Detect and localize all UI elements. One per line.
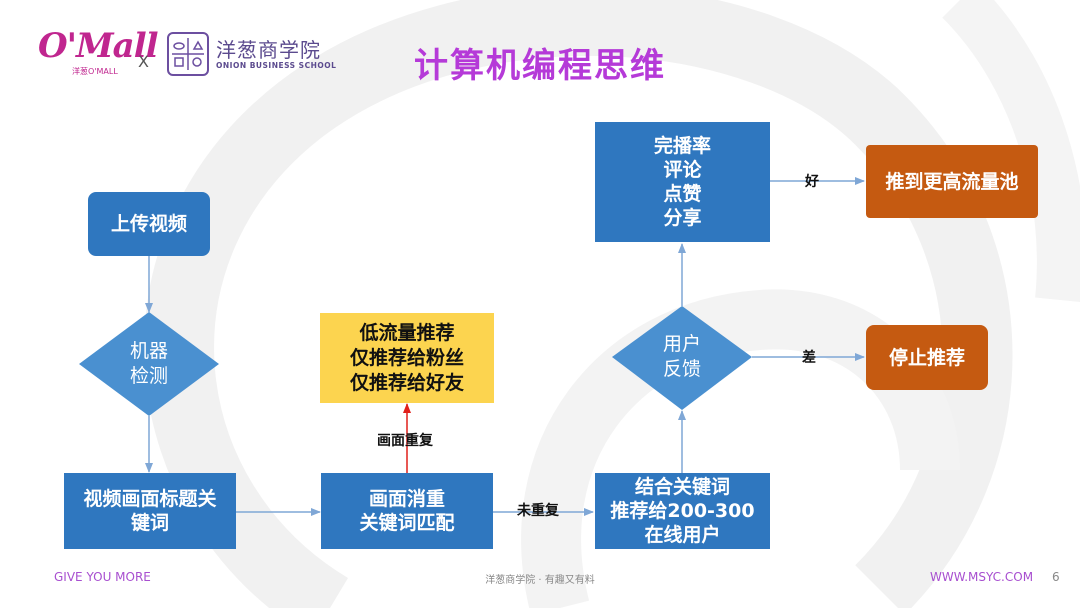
user-feedback-label: 用户 反馈 (632, 332, 732, 382)
page-number: 6 (1052, 570, 1060, 584)
metrics-line-1: 完播率 (653, 135, 711, 157)
page-title: 计算机编程思维 (414, 46, 666, 86)
online-users-line-3: 在线用户 (644, 524, 721, 546)
upload-video-label: 上传视频 (110, 213, 187, 235)
low-flow-node: 低流量推荐 仅推荐给粉丝 仅推荐给好友 (320, 313, 494, 403)
low-flow-line-3: 仅推荐给好友 (349, 371, 464, 394)
footer-website: WWW.MSYC.COM (930, 570, 1034, 584)
low-flow-line-2: 仅推荐给粉丝 (349, 346, 464, 369)
metrics-line-3: 点赞 (663, 183, 702, 205)
stop-recommend-node: 停止推荐 (866, 325, 988, 390)
dedup-match-line-2: 关键词匹配 (359, 512, 455, 534)
video-keywords-line-2: 键词 (130, 512, 169, 534)
video-keywords-line-1: 视频画面标题关 (83, 488, 217, 510)
logo-separator: X (138, 52, 149, 71)
omall-logo-subtext: 洋葱O'MALL (72, 67, 118, 76)
edge-label-good: 好 (805, 174, 819, 190)
metrics-line-2: 评论 (663, 159, 702, 181)
online-users-line-2: 推荐给200-300 (610, 500, 755, 522)
higher-pool-label: 推到更高流量池 (885, 170, 1019, 193)
school-crest-icon (167, 32, 209, 76)
user-feedback-line-1: 用户 (662, 333, 701, 355)
omall-logo-text: O'Mall (38, 26, 159, 66)
school-name: 洋葱商学院 (216, 38, 321, 62)
edge-label-duplicate: 画面重复 (377, 433, 433, 449)
user-feedback-diamond (612, 306, 752, 410)
machine-check-diamond (79, 312, 219, 416)
low-flow-line-1: 低流量推荐 (359, 321, 455, 344)
footer-center-text: 洋葱商学院 · 有趣又有料 (485, 575, 595, 586)
machine-check-line-1: 机器 (129, 340, 168, 362)
dedup-match-node: 画面消重 关键词匹配 (321, 473, 493, 549)
footer-slogan: GIVE YOU MORE (54, 570, 151, 584)
edge-label-bad: 差 (802, 350, 816, 366)
machine-check-line-2: 检测 (129, 365, 168, 387)
metrics-line-4: 分享 (663, 207, 702, 229)
upload-video-node: 上传视频 (88, 192, 210, 256)
online-users-node: 结合关键词 推荐给200-300 在线用户 (595, 473, 770, 549)
school-name-english: ONION BUSINESS SCHOOL (216, 61, 337, 70)
metrics-node: 完播率 评论 点赞 分享 (595, 122, 770, 242)
user-feedback-line-2: 反馈 (662, 358, 701, 380)
edge-label-not-duplicate: 未重复 (517, 503, 559, 519)
online-users-line-1: 结合关键词 (634, 476, 730, 498)
stop-recommend-label: 停止推荐 (888, 346, 965, 369)
dedup-match-line-1: 画面消重 (368, 488, 445, 510)
higher-pool-node: 推到更高流量池 (866, 145, 1038, 218)
machine-check-label: 机器 检测 (99, 339, 199, 389)
video-keywords-node: 视频画面标题关 键词 (64, 473, 236, 549)
